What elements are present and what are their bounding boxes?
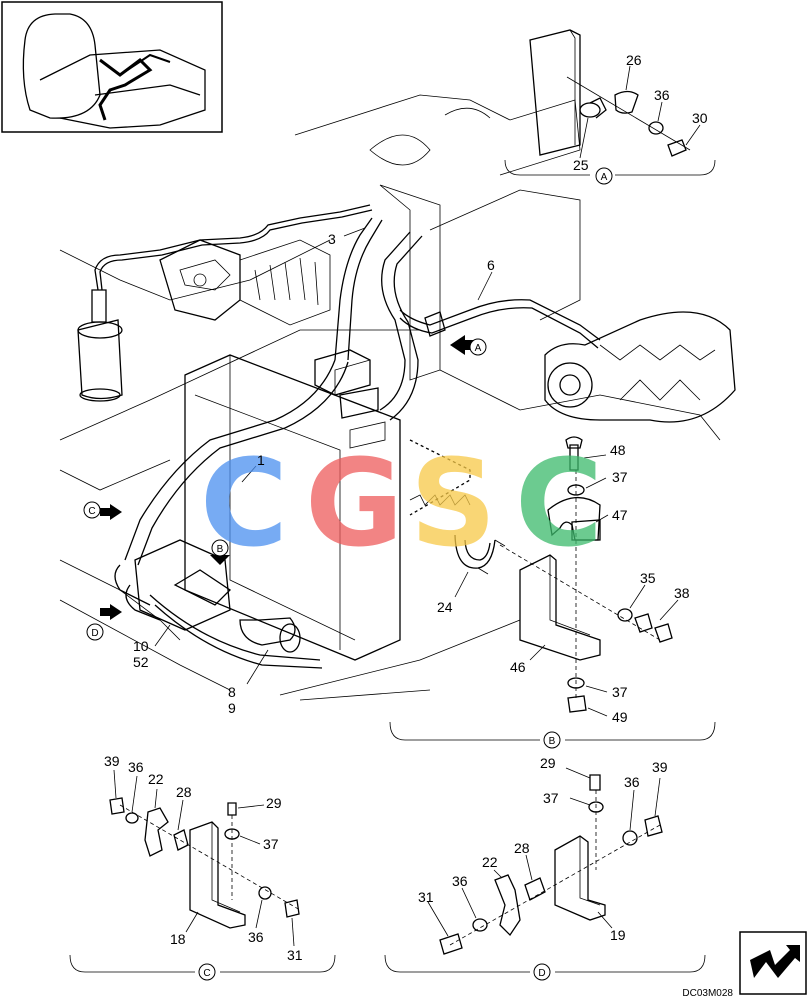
- svg-text:D: D: [538, 968, 545, 979]
- callout-28: 28: [514, 840, 530, 856]
- callout-39: 39: [652, 759, 668, 775]
- callout-8: 8: [228, 684, 236, 700]
- bolt-48: [569, 444, 579, 471]
- callout-26: 26: [626, 52, 642, 68]
- callout-25: 25: [573, 157, 589, 173]
- svg-text:B: B: [549, 736, 556, 747]
- view-marker-d-detail: D: [533, 963, 551, 981]
- view-marker-a-main: A: [469, 338, 487, 356]
- drawing-code: DC03M028: [682, 988, 733, 999]
- detail-c-group: [69, 769, 336, 973]
- bolt-31: [284, 899, 300, 918]
- watermark-letter-4: C: [515, 435, 603, 574]
- washer-36b: [258, 886, 272, 900]
- watermark: C G S C: [200, 435, 603, 574]
- nut-39: [109, 797, 125, 815]
- spacer-25: [579, 102, 601, 118]
- callout-36: 36: [624, 774, 640, 790]
- view-marker-c-main: C: [83, 501, 101, 519]
- callout-37: 37: [543, 790, 559, 806]
- spacer-28: [524, 877, 546, 901]
- callout-18: 18: [170, 931, 186, 947]
- svg-text:C: C: [203, 968, 210, 979]
- nut-38a: [634, 613, 653, 633]
- callout-36b: 36: [452, 873, 468, 889]
- callout-36: 36: [654, 87, 670, 103]
- view-marker-d-main: D: [86, 623, 104, 641]
- washer-36: [648, 121, 664, 135]
- bracket-18: [189, 821, 246, 929]
- callout-6: 6: [487, 257, 495, 273]
- callout-47: 47: [612, 507, 628, 523]
- washer-36: [622, 830, 638, 846]
- callout-49: 49: [612, 709, 628, 725]
- watermark-letter-2: G: [305, 435, 404, 574]
- callout-46: 46: [510, 659, 526, 675]
- callout-29: 29: [266, 795, 282, 811]
- callout-48: 48: [610, 442, 626, 458]
- callout-37b: 37: [612, 684, 628, 700]
- main-assembly: [59, 94, 736, 701]
- callout-1: 1: [257, 452, 265, 468]
- washer-36: [125, 812, 139, 824]
- callout-22: 22: [148, 771, 164, 787]
- svg-text:A: A: [601, 172, 608, 183]
- callout-19: 19: [610, 927, 626, 943]
- washer-36b: [472, 918, 488, 932]
- view-marker-a-top: A: [595, 167, 613, 185]
- nut-38b: [654, 623, 673, 643]
- bracket-19: [554, 835, 606, 921]
- callout-31: 31: [287, 947, 303, 963]
- callout-52: 52: [133, 654, 149, 670]
- callout-24: 24: [437, 599, 453, 615]
- view-d-arrow-icon: [100, 604, 122, 620]
- view-c-arrow-icon: [100, 504, 122, 520]
- bolt-29: [589, 774, 601, 791]
- callout-39: 39: [104, 753, 120, 769]
- view-marker-c-detail: C: [198, 963, 216, 981]
- callout-10: 10: [133, 638, 149, 654]
- callout-29: 29: [540, 755, 556, 771]
- bracket-46: [519, 554, 601, 661]
- watermark-letter-3: S: [410, 435, 496, 574]
- bolt-30: [667, 139, 687, 157]
- nut-49: [567, 695, 587, 713]
- orientation-arrow-icon: [739, 931, 807, 995]
- callout-37: 37: [263, 836, 279, 852]
- callout-37: 37: [612, 469, 628, 485]
- spacer-28: [173, 829, 189, 851]
- callout-31: 31: [418, 889, 434, 905]
- clamp-22: [144, 807, 169, 857]
- clamp-47: [547, 497, 601, 541]
- callout-9: 9: [228, 700, 236, 716]
- svg-text:B: B: [217, 544, 224, 555]
- watermark-letter-1: C: [200, 435, 288, 574]
- operator-seat-thumbnail: [1, 1, 223, 133]
- svg-text:A: A: [475, 343, 482, 354]
- view-marker-b-main: B: [211, 539, 229, 557]
- callout-36b: 36: [248, 929, 264, 945]
- bolt-31: [439, 933, 463, 955]
- callout-38: 38: [674, 585, 690, 601]
- callout-36: 36: [128, 759, 144, 775]
- detail-b-group: [389, 436, 716, 741]
- callout-3: 3: [328, 231, 336, 247]
- callout-35: 35: [640, 570, 656, 586]
- view-marker-b-detail: B: [543, 731, 561, 749]
- bolt-29: [227, 802, 237, 816]
- washer-35: [617, 608, 633, 622]
- callout-28: 28: [176, 784, 192, 800]
- callout-22: 22: [482, 854, 498, 870]
- detail-a-group: [504, 29, 716, 176]
- clamp-26: [614, 90, 639, 114]
- clamp-22: [494, 874, 521, 937]
- svg-text:D: D: [91, 628, 98, 639]
- callout-30: 30: [692, 110, 708, 126]
- svg-text:C: C: [88, 506, 95, 517]
- detail-d-group: [384, 767, 706, 973]
- nut-39: [644, 815, 663, 837]
